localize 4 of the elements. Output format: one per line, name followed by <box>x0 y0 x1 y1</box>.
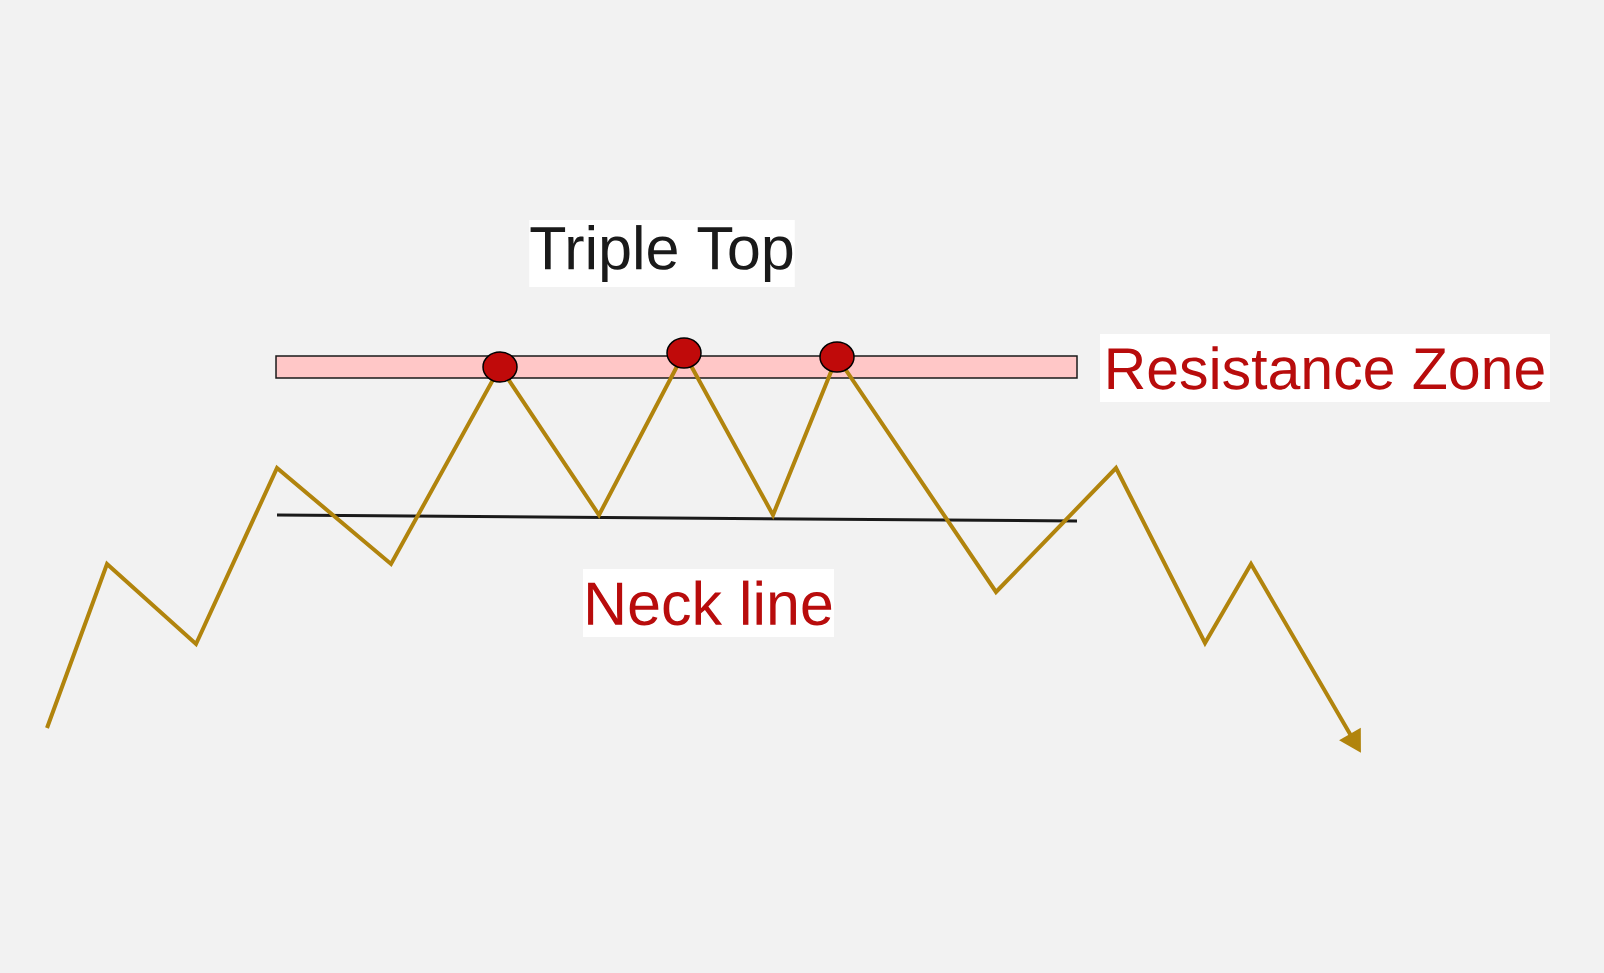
zone-label: Resistance Zone <box>1100 334 1550 402</box>
neckline-label: Neck line <box>583 569 834 637</box>
resistance-band <box>275 355 1078 379</box>
chart-title: Triple Top <box>529 220 795 287</box>
